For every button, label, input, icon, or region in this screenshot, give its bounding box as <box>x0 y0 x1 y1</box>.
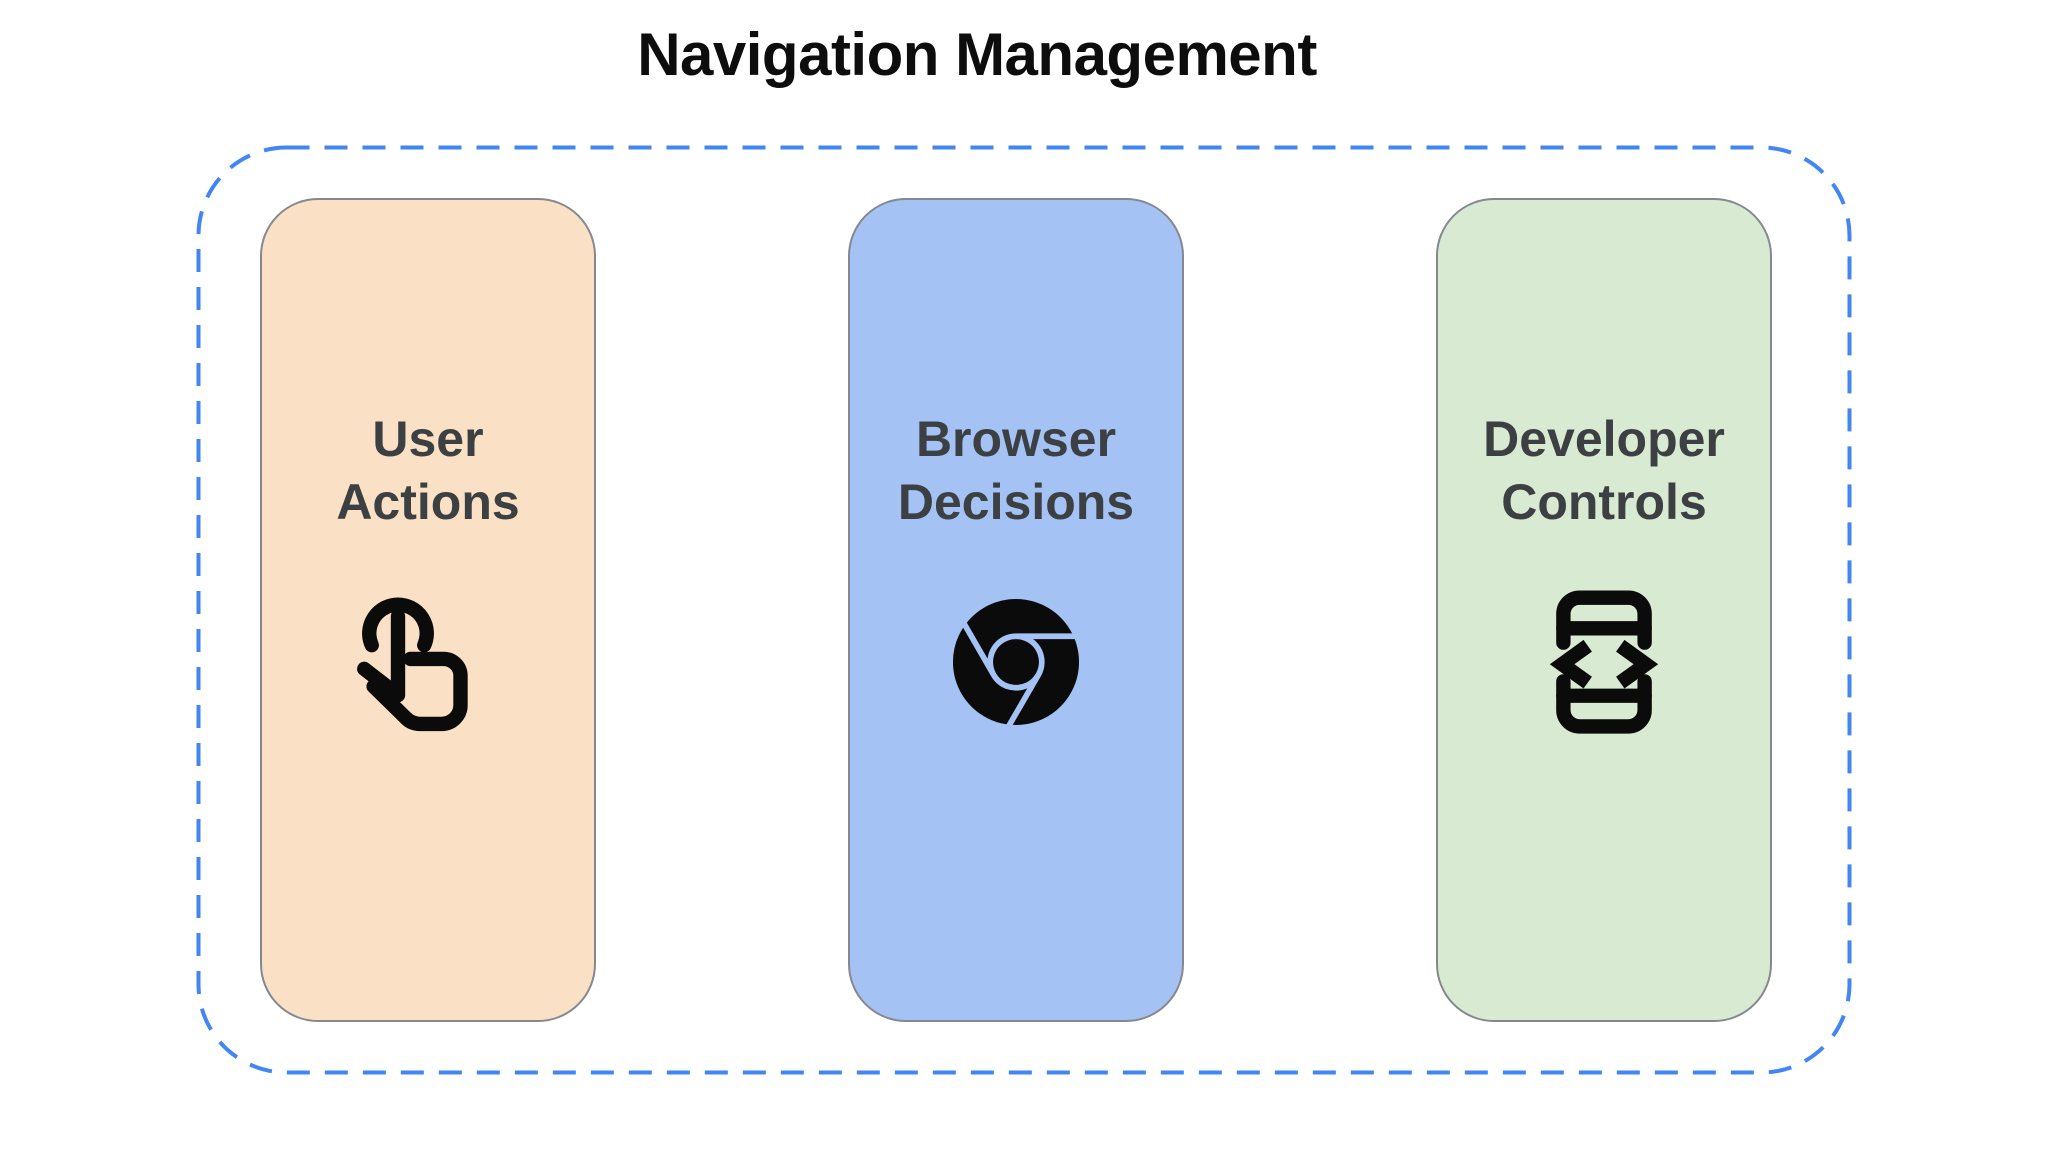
chrome-logo-icon <box>953 599 1079 725</box>
card-title-line: Controls <box>1501 474 1707 530</box>
developer-mode-icon <box>1549 590 1659 734</box>
card-title: User Actions <box>336 408 519 534</box>
diagram-title: Navigation Management <box>637 21 1317 88</box>
card-browser-decisions: Browser Decisions <box>848 198 1184 1022</box>
card-icon-box <box>936 586 1096 738</box>
card-title: Browser Decisions <box>898 408 1134 534</box>
card-title-line: Browser <box>915 411 1117 467</box>
card-user-actions: User Actions <box>260 198 596 1022</box>
group-dashed-border <box>196 145 1852 1075</box>
card-icon-box <box>348 586 508 738</box>
card-title-line: Decisions <box>897 474 1135 530</box>
swipe-gesture-icon <box>357 597 468 732</box>
card-title-line: Actions <box>336 474 520 530</box>
card-title-line: Developer <box>1483 411 1725 467</box>
card-title-line: User <box>372 411 484 467</box>
card-title: Developer Controls <box>1483 408 1725 534</box>
card-developer-controls: Developer Controls <box>1436 198 1772 1022</box>
card-icon-box <box>1524 586 1684 738</box>
